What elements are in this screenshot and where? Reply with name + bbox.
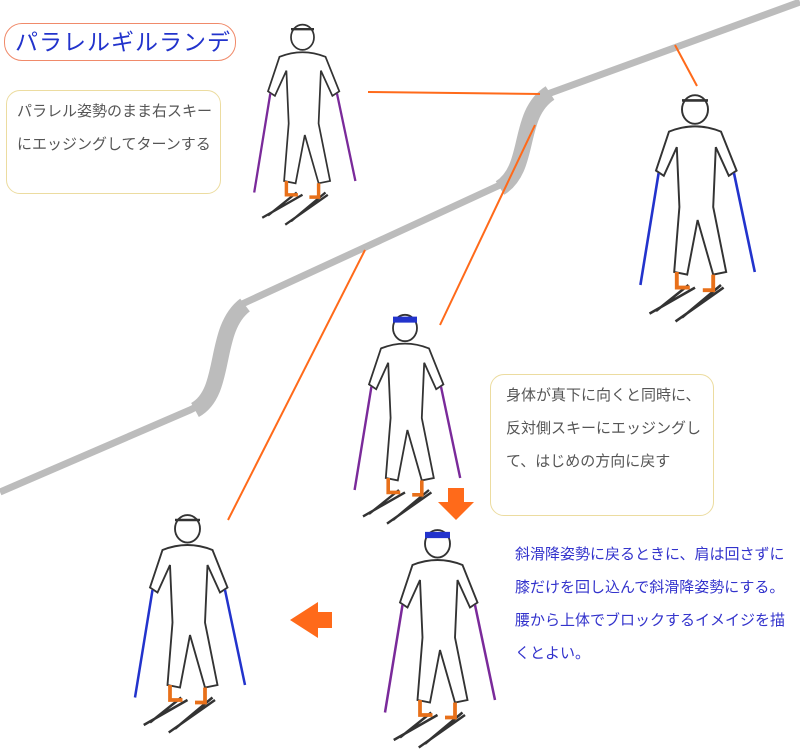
step1-note: パラレル姿勢のまま右スキーにエッジングしてターンする: [6, 90, 221, 194]
step2-note: 身体が真下に向くと同時に、反対側スキーにエッジングして、はじめの方向に戻す: [490, 374, 714, 516]
skier-figure: [253, 23, 357, 226]
skier-figure: [639, 94, 757, 323]
skier-figure: [133, 514, 247, 734]
leader-lines: [227, 44, 698, 521]
left-arrow-icon: [290, 602, 332, 638]
skier-figure: [383, 529, 497, 749]
slope-curve-upper: [495, 86, 555, 195]
slope-curve-lower: [190, 298, 251, 418]
skier-figure: [353, 313, 462, 525]
tip-text: 斜滑降姿勢に戻るときに、肩は回さずに膝だけを回し込んで斜滑降姿勢にする。腰から上…: [515, 545, 786, 662]
down-arrow-icon: [438, 488, 474, 520]
page-title: パラレルギルランデ: [4, 23, 236, 61]
